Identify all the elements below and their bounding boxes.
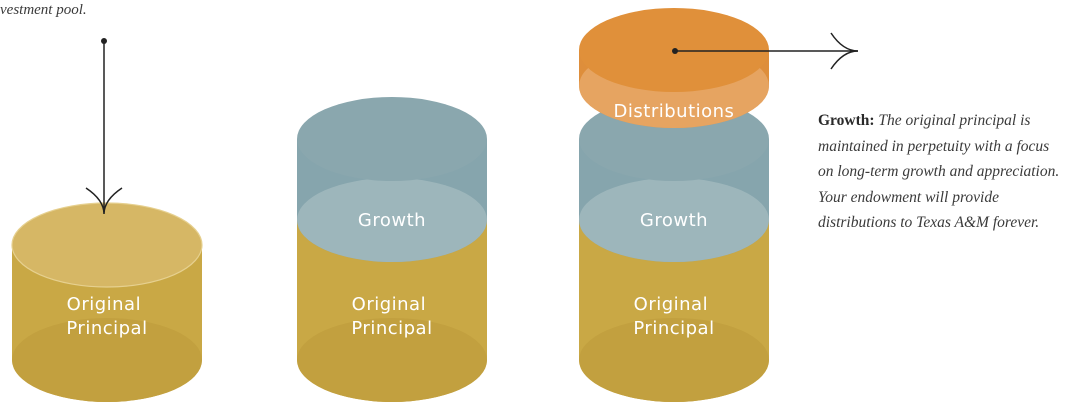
intro-caption: vestment pool. [0,2,87,18]
principal-bottom-shade [579,318,769,402]
distributions-label: Distributions [614,101,735,122]
growth-caption-body: The original principal is maintained in … [818,112,1060,231]
cylinder-principal-growth-distributions: Original Principal Growth Distributions [579,8,769,402]
cylinder-principal-growth: Original Principal Growth [297,97,487,402]
principal-label: Original Principal [66,294,147,339]
cylinder-principal-only: Original Principal [11,202,203,402]
growth-caption-lead: Growth: [818,112,875,129]
growth-label: Growth [358,210,426,231]
growth-inner-top [579,178,769,262]
growth-caption: Growth: The original principal is mainta… [818,108,1066,236]
principal-top-face [12,203,202,287]
principal-label: Original Principal [351,294,432,339]
growth-label: Growth [640,210,708,231]
incoming-arrow [85,38,123,215]
growth-inner-top [297,178,487,262]
principal-label: Original Principal [633,294,714,339]
principal-bottom-shade [12,318,202,402]
growth-top-face [297,97,487,181]
principal-bottom-shade [297,318,487,402]
outgoing-arrow [672,32,859,70]
